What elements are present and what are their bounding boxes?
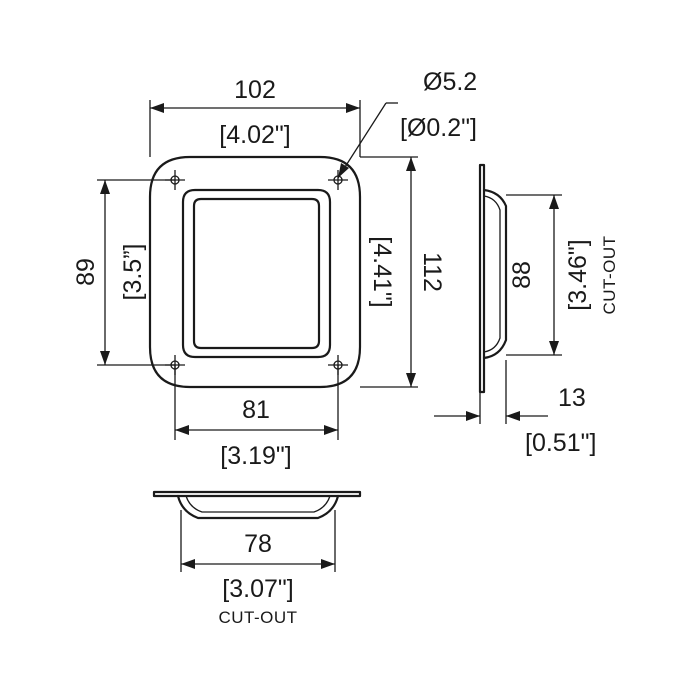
- cutout-height-note: CUT-OUT: [600, 235, 619, 314]
- recess-outer-outline: [181, 188, 332, 359]
- hole-spacing-vertical-imperial: [3.5”]: [119, 244, 147, 301]
- side-view: [478, 163, 508, 394]
- cutout-width-imperial: [3.07"]: [222, 575, 293, 603]
- outer-width-imperial: [4.02"]: [219, 121, 290, 149]
- outer-height-imperial: [4.41"]: [368, 236, 396, 307]
- bottom-recess-profile: [176, 494, 340, 520]
- dimension-depth: 13 [0.51"]: [434, 360, 596, 457]
- dimension-cutout-width: 78 [3.07"] CUT-OUT: [180, 510, 336, 627]
- hole-diameter-imperial: [Ø0.2"]: [400, 114, 477, 142]
- side-recess-inner: [483, 195, 501, 353]
- dimension-hole-diameter: Ø5.2 [Ø0.2"]: [337, 68, 477, 179]
- dimension-hole-spacing-horizontal: 81 [3.19"]: [174, 365, 339, 470]
- dimension-cutout-height: 88 [3.46"] CUT-OUT: [506, 194, 619, 356]
- recess-inner-outline: [192, 197, 321, 350]
- bottom-view: [152, 490, 362, 520]
- bottom-recess-inner: [185, 495, 331, 513]
- hole-spacing-horizontal-value: 81: [242, 396, 270, 424]
- cutout-width-note: CUT-OUT: [218, 608, 297, 627]
- side-recess-profile: [482, 188, 508, 360]
- outer-height-value: 112: [418, 252, 446, 292]
- outer-flange-outline: [148, 155, 362, 389]
- hole-spacing-horizontal-imperial: [3.19"]: [220, 442, 291, 470]
- cutout-width-value: 78: [244, 530, 272, 558]
- depth-value: 13: [558, 384, 586, 412]
- outer-width-value: 102: [234, 76, 276, 104]
- dimension-outer-width: 102 [4.02"]: [149, 76, 361, 157]
- hole-diameter-value: Ø5.2: [423, 68, 477, 96]
- mounting-hole-top-right: [328, 170, 348, 190]
- depth-imperial: [0.51"]: [525, 429, 596, 457]
- cutout-height-value: 88: [508, 261, 536, 289]
- side-flange: [478, 163, 486, 394]
- front-view: [148, 155, 362, 389]
- dimension-hole-spacing-vertical: 89 [3.5”]: [72, 179, 175, 366]
- cutout-height-imperial: [3.46"]: [564, 239, 592, 310]
- bottom-flange: [152, 490, 362, 498]
- dimension-outer-height: 112 [4.41"]: [360, 156, 446, 388]
- hole-spacing-vertical-value: 89: [72, 258, 100, 286]
